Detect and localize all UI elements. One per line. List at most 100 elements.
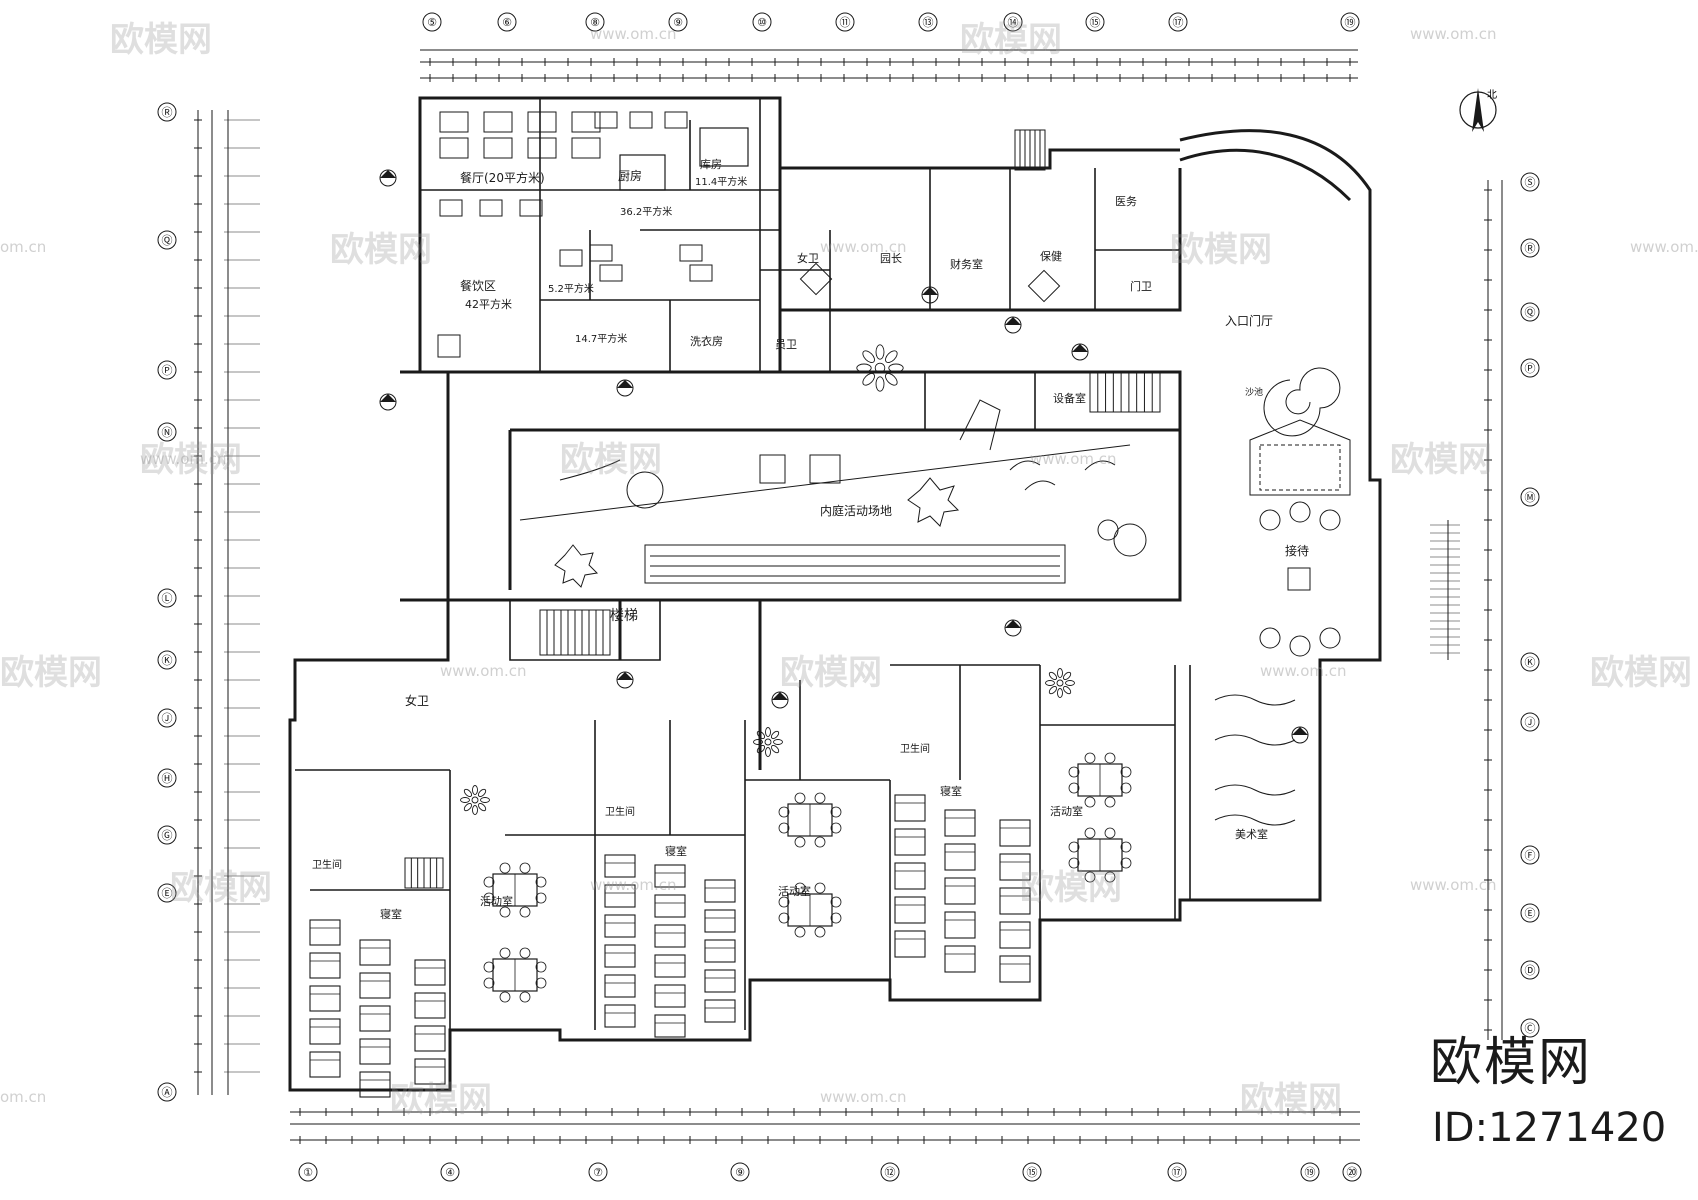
section-marker (771, 691, 789, 709)
bed (704, 999, 736, 1023)
label-sleep-2: 寝室 (665, 844, 687, 858)
bed (894, 896, 926, 924)
left-axis-bubble-10: Ⓔ (157, 883, 177, 903)
flower-icon (856, 344, 904, 392)
right-axis-bubble-4: Ⓟ (1520, 358, 1540, 378)
right-axis-bubble-9: Ⓔ (1520, 903, 1540, 923)
top-axis-bubble-7: ⑬ (918, 12, 938, 32)
bottom-axis-bubble-5: ⑫ (880, 1162, 900, 1182)
bed (944, 877, 976, 905)
bottom-axis-bubble-1: ① (298, 1162, 318, 1182)
label-storage: 库房 (700, 158, 722, 171)
label-staff-dining: 餐厅(20平方米) (460, 170, 545, 185)
right-axis-bubble-2: Ⓡ (1520, 238, 1540, 258)
bed (414, 1058, 446, 1085)
dining-tables (439, 111, 1132, 1003)
bottom-axis-bubble-3: ⑦ (588, 1162, 608, 1182)
bed (414, 1025, 446, 1052)
bed (894, 794, 926, 822)
label-activity-1: 活动室 (480, 894, 513, 908)
label-toilet-2: 卫生间 (605, 805, 635, 818)
label-room-b: 14.7平方米 (575, 332, 627, 345)
section-marker (1004, 619, 1022, 637)
bed (414, 959, 446, 986)
bed (309, 985, 341, 1012)
right-dimension-chain (1447, 180, 1503, 1040)
dining-table (1068, 752, 1132, 808)
section-marker (379, 169, 397, 187)
top-axis-bubble-10: ⑰ (1168, 12, 1188, 32)
svg-text:Ⓟ: Ⓟ (162, 364, 173, 377)
top-axis-bubble-11: ⑲ (1340, 12, 1360, 32)
lounge-features (1214, 367, 1351, 826)
svg-text:Ⓛ: Ⓛ (162, 592, 173, 605)
label-dining-area-size: 42平方米 (465, 297, 512, 311)
bed (999, 887, 1031, 915)
bed (604, 974, 636, 998)
svg-text:Ⓢ: Ⓢ (1525, 176, 1536, 189)
dining-table (483, 947, 547, 1003)
top-axis-bubble-3: ⑧ (585, 12, 605, 32)
label-wc-west: 女卫 (405, 693, 429, 708)
dining-table (1068, 827, 1132, 883)
room-labels: 餐厅(20平方米) 厨房 36.2平方米 库房 11.4平方米 餐饮区 42平方… (312, 158, 1309, 921)
label-toilet-1: 卫生间 (312, 858, 342, 871)
section-marker (616, 379, 634, 397)
bed (944, 809, 976, 837)
right-axis-bubble-11: Ⓒ (1520, 1018, 1540, 1038)
bed (414, 992, 446, 1019)
bed (309, 952, 341, 979)
bottom-axis-bubble-7: ⑰ (1167, 1162, 1187, 1182)
section-marker (379, 393, 397, 411)
right-axis-bubble-1: Ⓢ (1520, 172, 1540, 192)
top-axis-bubble-8: ⑭ (1003, 12, 1023, 32)
bed (704, 939, 736, 963)
bottom-axis-bubble-2: ④ (440, 1162, 460, 1182)
left-axis-bubble-11: Ⓐ (157, 1082, 177, 1102)
flower-icon (753, 727, 783, 757)
dining-table (778, 882, 842, 938)
bed (944, 843, 976, 871)
left-axis-bubble-1: Ⓡ (157, 102, 177, 122)
bed (359, 1038, 391, 1065)
svg-text:Ⓓ: Ⓓ (1525, 964, 1536, 977)
interior-walls (295, 98, 1191, 1030)
label-staff-wc: 员卫 (775, 338, 797, 351)
label-sleep-3: 寝室 (940, 784, 962, 798)
bed (604, 854, 636, 878)
right-axis-bubble-8: Ⓕ (1520, 845, 1540, 865)
svg-text:⑬: ⑬ (923, 16, 934, 29)
bed (894, 828, 926, 856)
bed (359, 1071, 391, 1098)
svg-text:Ⓐ: Ⓐ (162, 1086, 173, 1099)
svg-text:Ⓡ: Ⓡ (162, 106, 173, 119)
svg-text:⑰: ⑰ (1173, 16, 1184, 29)
svg-text:Ⓗ: Ⓗ (162, 772, 173, 785)
label-entrance: 入口门厅 (1225, 313, 1273, 328)
bed (894, 930, 926, 958)
svg-text:⑤: ⑤ (427, 16, 437, 29)
bed (604, 944, 636, 968)
left-dimension-chain (197, 110, 229, 1095)
label-activity-2: 活动室 (778, 884, 811, 898)
svg-text:Ⓕ: Ⓕ (1525, 849, 1536, 862)
bed (654, 954, 686, 978)
label-sleep-1: 寝室 (380, 907, 402, 921)
bed (654, 894, 686, 918)
right-axis-bubble-7: Ⓙ (1520, 712, 1540, 732)
svg-text:⑳: ⑳ (1347, 1166, 1358, 1179)
svg-text:①: ① (303, 1166, 313, 1179)
top-axis-bubble-2: ⑥ (497, 12, 517, 32)
label-kitchen: 厨房 (618, 168, 642, 183)
svg-text:Ⓡ: Ⓡ (1525, 242, 1536, 255)
svg-text:⑨: ⑨ (673, 16, 683, 29)
bed (359, 972, 391, 999)
right-axis-bubble-5: Ⓜ (1520, 487, 1540, 507)
top-axis-bubble-1: ⑤ (422, 12, 442, 32)
top-axis-bubble-6: ⑪ (835, 12, 855, 32)
kitchen-equipment (437, 111, 1061, 358)
left-axis-bubble-6: Ⓚ (157, 650, 177, 670)
